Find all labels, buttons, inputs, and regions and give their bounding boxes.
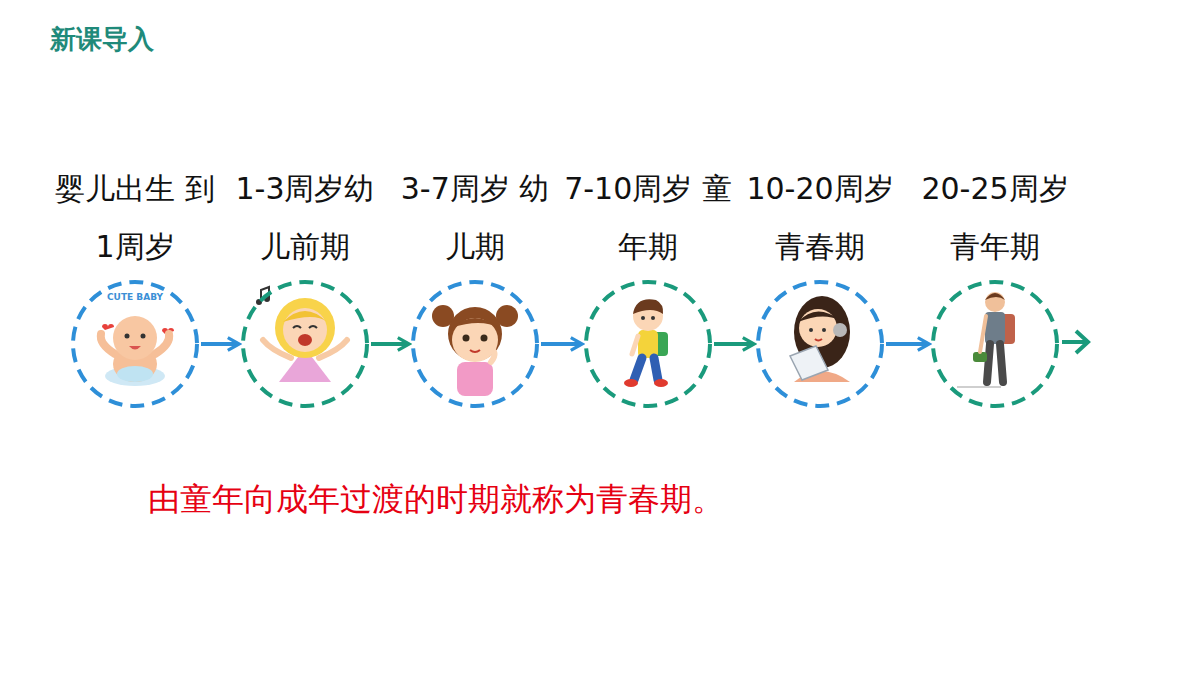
- stage-node: 3-7周岁 幼儿期: [390, 160, 560, 408]
- stage-node: 7-10周岁 童年期: [563, 160, 733, 408]
- badge-text: CUTE BABY: [105, 292, 165, 302]
- stage-arrow: [886, 342, 929, 346]
- baby-figure: [101, 316, 174, 386]
- definition-caption: 由童年向成年过渡的时期就称为青春期。: [148, 478, 724, 522]
- child-girl-figure: [432, 305, 518, 396]
- toddler-girl-figure: [256, 287, 347, 382]
- stage-node: 婴儿出生 到1周岁: [50, 160, 220, 408]
- stage-circle: [756, 280, 884, 408]
- stage-circle: [411, 280, 539, 408]
- stage-label: 20-25周岁 青年期: [910, 160, 1080, 276]
- slide-title: 新课导入: [50, 22, 154, 57]
- stage-node: 1-3周岁幼 儿前期: [220, 160, 390, 408]
- continue-arrow: [1062, 331, 1088, 353]
- stage-label: 婴儿出生 到1周岁: [50, 160, 220, 276]
- stage-label: 7-10周岁 童年期: [563, 160, 733, 276]
- stage-arrow: [371, 342, 409, 346]
- stage-node: 20-25周岁 青年期: [910, 160, 1080, 408]
- teen-figure: [790, 296, 850, 382]
- stage-label: 1-3周岁幼 儿前期: [220, 160, 390, 276]
- stage-circle: [931, 280, 1059, 408]
- stage-arrow: [201, 342, 239, 346]
- stage-arrow: [714, 342, 754, 346]
- stage-node: 10-20周岁 青春期: [735, 160, 905, 408]
- stage-circle: [241, 280, 369, 408]
- stage-circle: [584, 280, 712, 408]
- stage-label: 10-20周岁 青春期: [735, 160, 905, 276]
- stage-label: 3-7周岁 幼儿期: [390, 160, 560, 276]
- stage-arrow: [541, 342, 582, 346]
- boy-figure: [624, 299, 668, 387]
- young-man-figure: [957, 292, 1015, 388]
